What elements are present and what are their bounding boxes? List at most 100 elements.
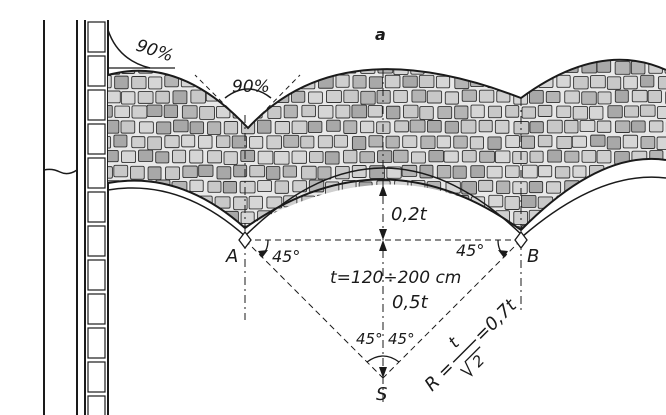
- radius-fraction-bar: [452, 339, 477, 363]
- paving-stone: [438, 46, 452, 58]
- paving-stone: [624, 46, 637, 58]
- paving-stone: [554, 166, 571, 179]
- paving-stone: [199, 106, 215, 120]
- paving-stone: [377, 150, 393, 163]
- paving-stone: [418, 74, 435, 89]
- paving-stone: [335, 196, 351, 210]
- paving-stone: [108, 90, 121, 104]
- paving-stone: [108, 149, 119, 163]
- paving-stone: [273, 151, 290, 165]
- paving-stone: [290, 61, 307, 74]
- paving-stone: [384, 74, 401, 89]
- paving-stone: [300, 225, 316, 230]
- paving-stone: [556, 135, 573, 149]
- paving-stone: [647, 89, 662, 103]
- paving-stone: [249, 136, 264, 149]
- paving-stone: [181, 134, 196, 148]
- paving-stone: [138, 121, 154, 134]
- paving-stone: [479, 150, 495, 163]
- paving-stone: [181, 105, 198, 119]
- paving-stone: [598, 31, 612, 42]
- paving-stone: [358, 181, 373, 194]
- paving-stone: [148, 76, 163, 90]
- paving-stone: [512, 151, 528, 164]
- paving-stone: [108, 135, 112, 149]
- paving-stone: [649, 31, 662, 44]
- paving-stone: [334, 46, 349, 57]
- paving-stone: [494, 59, 509, 74]
- paving-stone: [317, 105, 334, 119]
- paving-stone: [300, 135, 315, 149]
- paving-stone: [426, 120, 442, 133]
- paving-stone: [573, 76, 589, 90]
- paving-stone: [470, 104, 485, 119]
- paving-stone: [411, 89, 427, 103]
- paving-stone: [216, 45, 230, 56]
- point-S-label: S: [376, 384, 387, 405]
- paving-stone: [139, 210, 155, 223]
- depth-arrow-bottom: [379, 367, 387, 378]
- paving-stone: [216, 106, 231, 119]
- paving-stone: [309, 151, 324, 163]
- paving-stone: [307, 60, 324, 73]
- paving-stone: [606, 225, 623, 230]
- paving-stone: [547, 149, 562, 163]
- paving-stone: [121, 211, 137, 224]
- paving-stone: [444, 59, 460, 73]
- paving-stone: [257, 61, 272, 75]
- paving-stone: [222, 181, 238, 194]
- paving-stone: [147, 136, 162, 151]
- paving-stone-band: [105, 30, 666, 230]
- paving-stone: [146, 104, 163, 118]
- paving-stone: [461, 181, 477, 195]
- paving-stone: [129, 224, 145, 230]
- paving-stone: [207, 31, 220, 44]
- paving-stone: [579, 119, 596, 132]
- paving-stone: [114, 195, 129, 209]
- paving-stone: [137, 180, 154, 194]
- paving-stone: [469, 136, 484, 150]
- paving-stone: [368, 46, 383, 59]
- paving-stone: [223, 121, 239, 135]
- paving-stone: [401, 226, 416, 230]
- paving-stone: [291, 150, 308, 164]
- paving-stone: [444, 120, 459, 134]
- paving-stone: [624, 165, 640, 179]
- paving-stone: [147, 166, 162, 181]
- paving-stone: [478, 32, 491, 43]
- paving-stone: [183, 46, 196, 58]
- rise-arrow-bottom: [379, 229, 387, 240]
- paving-stone: [105, 31, 118, 42]
- angle-arrow-B: [498, 250, 508, 258]
- paving-stone: [360, 60, 376, 74]
- paving-stone: [545, 91, 561, 103]
- paving-stone: [393, 89, 408, 103]
- paving-stone: [538, 165, 553, 178]
- wall-brick: [87, 259, 106, 291]
- paving-stone: [182, 165, 198, 179]
- paving-stone: [165, 196, 181, 210]
- paving-stone: [155, 151, 170, 164]
- paving-stone: [488, 194, 504, 208]
- paving-stone: [138, 149, 154, 162]
- paving-stone: [571, 135, 587, 148]
- paving-stone: [461, 89, 477, 102]
- paving-stone: [164, 224, 180, 230]
- paving-stone: [216, 225, 232, 230]
- paving-stone: [114, 75, 129, 90]
- paving-stone: [214, 196, 231, 209]
- paving-stone: [402, 75, 418, 88]
- paving-stone: [530, 30, 544, 43]
- paving-stone: [607, 46, 621, 57]
- paving-stone: [505, 105, 520, 118]
- paving-stone: [607, 105, 623, 119]
- paving-stone: [131, 136, 146, 149]
- paving-stone: [571, 224, 588, 230]
- paving-stone: [121, 150, 137, 163]
- paving-stone: [308, 91, 323, 104]
- paving-stone: [282, 225, 299, 230]
- paving-stone: [461, 31, 475, 43]
- paving-stone: [556, 46, 571, 59]
- paving-stone: [564, 119, 579, 134]
- line-B-S: [382, 239, 522, 379]
